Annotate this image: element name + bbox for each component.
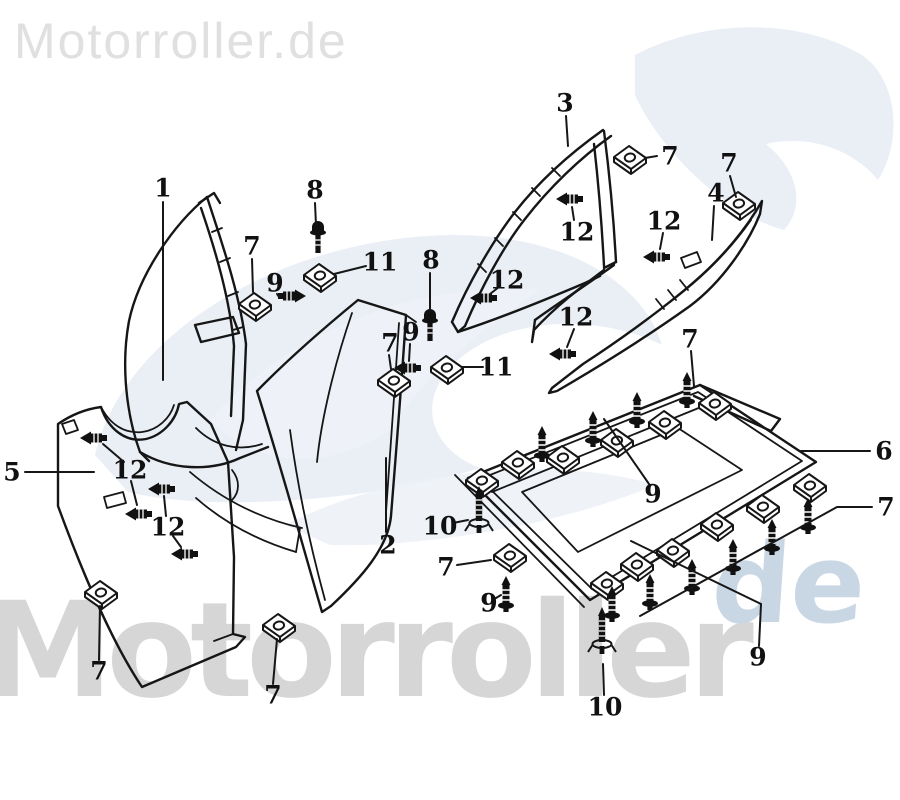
leader-line xyxy=(602,663,605,696)
leader-line xyxy=(659,232,664,250)
tapping-screw xyxy=(533,425,551,463)
leader-line xyxy=(603,418,650,485)
part-callout-9: 9 xyxy=(266,269,283,298)
part-callout-8: 8 xyxy=(422,246,439,275)
leader-line xyxy=(408,343,411,362)
tapping-screw xyxy=(628,391,646,429)
part-callout-12: 12 xyxy=(490,266,525,295)
watermark-de-text: de xyxy=(708,520,870,648)
part-callout-9: 9 xyxy=(749,643,766,672)
leader-line xyxy=(639,506,873,617)
leader-line xyxy=(565,115,569,147)
leader-line xyxy=(130,480,138,506)
clip-nut xyxy=(746,494,780,524)
screw-arrow-left xyxy=(170,546,199,562)
part-callout-2: 2 xyxy=(379,531,396,560)
part-callout-12: 12 xyxy=(113,456,148,485)
part-callout-12: 12 xyxy=(560,218,595,247)
leader-line xyxy=(98,605,101,661)
panel-2-front-cover xyxy=(255,298,417,614)
part-callout-3: 3 xyxy=(556,89,573,118)
part-callout-9: 9 xyxy=(644,480,661,509)
clip-nut xyxy=(493,543,527,573)
leader-line xyxy=(729,175,737,198)
part-callout-7: 7 xyxy=(720,149,737,178)
panel-4-sill-blade xyxy=(547,199,764,395)
screw-arrow-left xyxy=(642,249,671,265)
part-callout-7: 7 xyxy=(681,325,698,354)
leader-line xyxy=(272,638,278,685)
clip-nut xyxy=(648,410,682,440)
tapping-screw xyxy=(799,497,817,535)
part-callout-1: 1 xyxy=(154,174,171,203)
part-callout-9: 9 xyxy=(402,318,419,347)
part-callout-10: 10 xyxy=(423,512,458,541)
leader-line xyxy=(251,258,254,293)
screw-arrow-left xyxy=(124,506,153,522)
part-callout-8: 8 xyxy=(306,176,323,205)
leader-line xyxy=(172,535,182,548)
part-callout-7: 7 xyxy=(90,657,107,686)
part-callout-11: 11 xyxy=(479,353,514,382)
leader-line xyxy=(495,594,502,599)
leader-line xyxy=(456,559,492,566)
part-callout-10: 10 xyxy=(588,693,623,722)
watermark-corner-text: Motorroller.de xyxy=(14,13,348,69)
flange-bolt xyxy=(309,220,327,254)
leader-line xyxy=(333,265,367,275)
leader-line xyxy=(690,350,695,387)
leader-line xyxy=(388,354,392,370)
screw-arrow-left xyxy=(555,191,584,207)
leader-line xyxy=(711,205,715,241)
leader-line xyxy=(314,202,317,226)
clip-nut xyxy=(793,473,827,503)
leader-line xyxy=(489,286,500,295)
part-callout-7: 7 xyxy=(437,553,454,582)
screw-arrow-left xyxy=(548,346,577,362)
part-callout-12: 12 xyxy=(151,513,186,542)
watermark-big-text: Motorroller xyxy=(0,574,754,728)
part-callout-4: 4 xyxy=(707,179,724,208)
part-callout-7: 7 xyxy=(381,329,398,358)
part-callout-11: 11 xyxy=(363,248,398,277)
inner-bracket-detail xyxy=(189,469,303,553)
leader-line xyxy=(276,293,280,298)
part-callout-12: 12 xyxy=(647,207,682,236)
part-callout-5: 5 xyxy=(3,458,20,487)
leader-line xyxy=(644,155,658,159)
panel-1-inner-cover xyxy=(123,191,270,469)
part-callout-6: 6 xyxy=(875,437,892,466)
leader-line xyxy=(571,206,575,221)
leader-line xyxy=(630,540,763,647)
part-callout-7: 7 xyxy=(877,493,894,522)
leader-line xyxy=(102,443,125,463)
panel-6-floor-board xyxy=(454,383,818,608)
part-callout-9: 9 xyxy=(480,589,497,618)
leader-line xyxy=(566,328,575,348)
part-callout-7: 7 xyxy=(661,142,678,171)
part-callout-12: 12 xyxy=(559,303,594,332)
leader-line xyxy=(452,519,469,524)
part-callout-7: 7 xyxy=(264,681,281,710)
leader-line xyxy=(163,495,167,517)
part-callout-7: 7 xyxy=(243,232,260,261)
clip-nut xyxy=(613,145,647,175)
